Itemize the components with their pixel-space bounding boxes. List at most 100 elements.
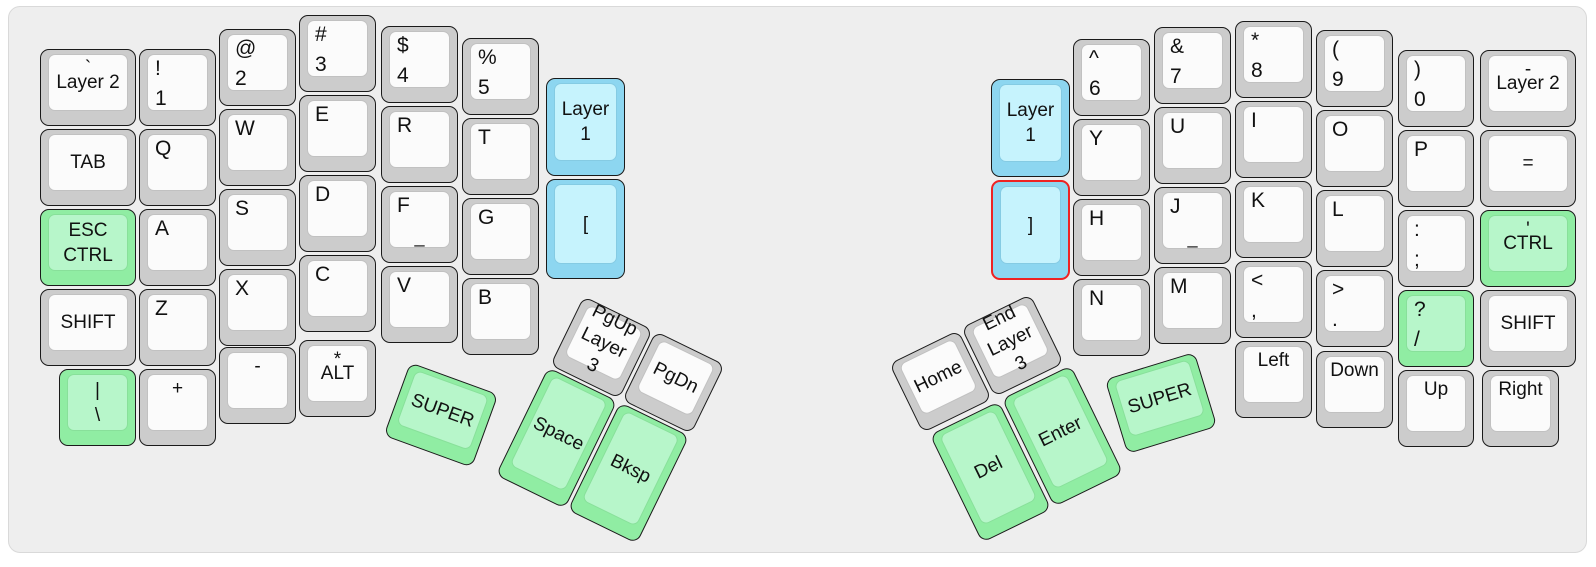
key-u[interactable]: U xyxy=(1154,107,1231,184)
key-legend: W xyxy=(235,117,255,140)
key-i[interactable]: I xyxy=(1235,101,1312,178)
key-legend: SUPER xyxy=(1125,378,1194,418)
key-greater-period[interactable]: > . xyxy=(1316,270,1393,347)
key-paren-0[interactable]: ) 0 xyxy=(1398,50,1474,127)
key-j[interactable]: J_ xyxy=(1154,187,1231,264)
key-r[interactable]: R xyxy=(381,106,458,183)
key-p[interactable]: P xyxy=(1398,130,1474,207)
key-right-arrow[interactable]: Right xyxy=(1482,370,1559,447)
key-less-comma[interactable]: < , xyxy=(1235,261,1312,338)
key-left-arrow[interactable]: Left xyxy=(1235,341,1312,418)
keycap-surface: ! 1 xyxy=(148,55,207,110)
key-dash-layer2[interactable]: -Layer 2 xyxy=(1480,50,1576,127)
key-paren-9[interactable]: ( 9 xyxy=(1316,30,1393,107)
key-v[interactable]: V xyxy=(381,266,458,343)
key-ampersand-7[interactable]: & 7 xyxy=(1154,27,1231,104)
key-hash-3[interactable]: # 3 xyxy=(299,15,376,92)
key-percent-5[interactable]: % 5 xyxy=(462,38,539,115)
key-question-slash[interactable]: ? / xyxy=(1398,290,1474,367)
key-legend: C xyxy=(315,263,331,286)
key-legend: Y xyxy=(1089,127,1104,150)
key-x[interactable]: X xyxy=(219,269,296,346)
key-legend: Layer 1 xyxy=(561,99,610,145)
key-exclamation-1[interactable]: ! 1 xyxy=(139,49,216,126)
key-legend: F xyxy=(397,194,410,217)
key-legend: A xyxy=(155,217,170,240)
key-legend: Q xyxy=(155,137,172,160)
key-asterisk-alt[interactable]: *ALT xyxy=(299,340,376,417)
key-layer1-left[interactable]: Layer 1 xyxy=(546,78,625,176)
key-tab[interactable]: TAB xyxy=(40,129,136,206)
key-legend: ) 0 xyxy=(1414,58,1426,111)
key-legend: % 5 xyxy=(478,46,497,99)
key-layer1-right[interactable]: Layer 1 xyxy=(991,79,1070,177)
key-legend: SHIFT xyxy=(1500,313,1556,334)
key-s[interactable]: S xyxy=(219,189,296,266)
key-legend: Layer 1 xyxy=(1006,100,1055,146)
key-legend: R xyxy=(397,114,413,137)
key-legend: D xyxy=(315,183,331,206)
keycap-surface: U xyxy=(1163,113,1222,168)
key-grave-layer2[interactable]: `Layer 2 xyxy=(40,49,136,126)
key-shift-right[interactable]: SHIFT xyxy=(1480,290,1576,367)
key-w[interactable]: W xyxy=(219,109,296,186)
key-pipe-backslash[interactable]: | \ xyxy=(59,369,136,446)
key-right-bracket[interactable]: ] xyxy=(991,180,1070,280)
key-shift-left[interactable]: SHIFT xyxy=(40,289,136,366)
key-d[interactable]: D xyxy=(299,175,376,252)
keycap-surface: C xyxy=(308,261,367,316)
key-l[interactable]: L xyxy=(1316,190,1393,267)
key-quote-ctrl[interactable]: 'CTRL xyxy=(1480,210,1576,287)
keycap-surface: B xyxy=(471,284,530,339)
keycap-surface: H xyxy=(1082,205,1141,260)
key-g[interactable]: G xyxy=(462,198,539,275)
key-y[interactable]: Y xyxy=(1073,119,1150,196)
key-at-2[interactable]: @ 2 xyxy=(219,29,296,106)
key-legend: + xyxy=(171,378,184,399)
keycap-surface: Up xyxy=(1407,376,1465,431)
keycap-surface: [ xyxy=(555,185,616,263)
key-legend: G xyxy=(478,206,495,229)
key-legend: ] xyxy=(1027,214,1034,236)
key-legend: K xyxy=(1251,189,1266,212)
key-h[interactable]: H xyxy=(1073,199,1150,276)
key-legend: M xyxy=(1170,275,1188,298)
keycap-surface: M xyxy=(1163,273,1222,328)
key-legend: & 7 xyxy=(1170,35,1185,88)
key-t[interactable]: T xyxy=(462,118,539,195)
key-b[interactable]: B xyxy=(462,278,539,355)
key-left-bracket[interactable]: [ xyxy=(546,179,625,279)
key-c[interactable]: C xyxy=(299,255,376,332)
keycap-surface: - xyxy=(228,353,287,408)
key-m[interactable]: M xyxy=(1154,267,1231,344)
key-esc-ctrl[interactable]: ESC CTRL xyxy=(40,209,136,286)
keycap-surface: Left xyxy=(1244,347,1303,402)
key-down-arrow[interactable]: Down xyxy=(1316,351,1393,428)
keycap-surface: S xyxy=(228,195,287,250)
key-legend: | \ xyxy=(94,379,101,426)
key-legend: ( 9 xyxy=(1332,38,1344,91)
key-q[interactable]: Q xyxy=(139,129,216,206)
key-colon-semicolon[interactable]: : ; xyxy=(1398,210,1474,287)
key-o[interactable]: O xyxy=(1316,110,1393,187)
key-a[interactable]: A xyxy=(139,209,216,286)
key-asterisk-8[interactable]: * 8 xyxy=(1235,21,1312,98)
key-equals[interactable]: = xyxy=(1480,130,1576,207)
keycap-surface: | \ xyxy=(68,375,127,430)
key-legend: S xyxy=(235,197,250,220)
key-z[interactable]: Z xyxy=(139,289,216,366)
key-dollar-4[interactable]: $ 4 xyxy=(381,26,458,103)
keycap-surface: *ALT xyxy=(308,346,367,401)
key-f[interactable]: F_ xyxy=(381,186,458,263)
key-up-arrow[interactable]: Up xyxy=(1398,370,1474,447)
key-k[interactable]: K xyxy=(1235,181,1312,258)
key-caret-6[interactable]: ^ 6 xyxy=(1073,39,1150,116)
key-legend: [ xyxy=(582,213,589,235)
keycap-surface: @ 2 xyxy=(228,35,287,90)
key-plus[interactable]: + xyxy=(139,369,216,446)
key-minus[interactable]: - xyxy=(219,347,296,424)
key-legend: < , xyxy=(1251,269,1264,322)
key-e[interactable]: E xyxy=(299,95,376,172)
key-legend: # 3 xyxy=(315,23,327,76)
key-n[interactable]: N xyxy=(1073,279,1150,356)
